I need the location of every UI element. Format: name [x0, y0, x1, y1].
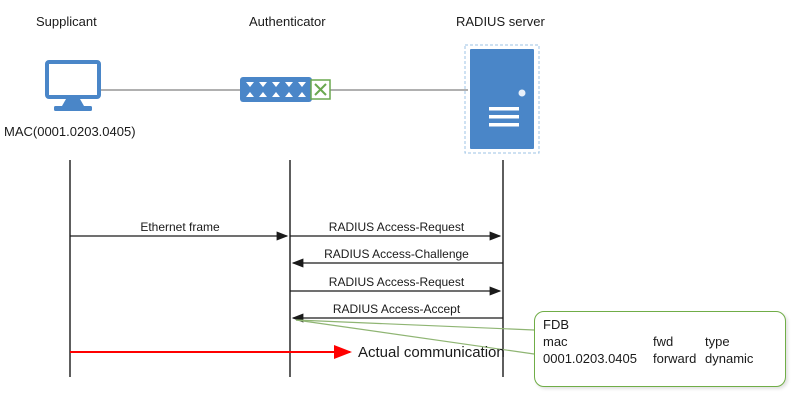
fdb-cell-mac: 0001.0203.0405: [543, 351, 637, 366]
supplicant-label: Supplicant: [36, 14, 97, 29]
fdb-cell-fwd: forward: [653, 351, 697, 366]
computer-icon: [45, 60, 101, 111]
authenticator-label: Authenticator: [249, 14, 326, 29]
x-badge-icon: [310, 79, 331, 100]
fdb-header-type: type: [705, 334, 730, 349]
fdb-callout: FDB mac fwd type 0001.0203.0405 forward …: [534, 311, 786, 387]
fdb-table: mac fwd type 0001.0203.0405 forward dyna…: [543, 334, 777, 366]
message-label-access-accept: RADIUS Access-Accept: [332, 302, 461, 316]
fdb-title: FDB: [543, 317, 569, 332]
message-label-access-request-1: RADIUS Access-Request: [328, 220, 465, 234]
message-label-access-request-2: RADIUS Access-Request: [328, 275, 465, 289]
supplicant-mac-label: MAC(0001.0203.0405): [4, 124, 136, 139]
fdb-header-mac: mac: [543, 334, 568, 349]
fdb-cell-type: dynamic: [705, 351, 754, 366]
switch-icon: [240, 77, 312, 102]
server-icon: [464, 44, 540, 154]
message-label-access-challenge: RADIUS Access-Challenge: [324, 247, 469, 261]
callout-pointer: [295, 319, 535, 355]
message-label-ethernet-frame: Ethernet frame: [140, 220, 220, 234]
actual-communication-label: Actual communication: [358, 344, 505, 361]
switch-port-arrows-icon: [246, 82, 306, 97]
radius-server-label: RADIUS server: [456, 14, 545, 29]
fdb-header-fwd: fwd: [653, 334, 674, 349]
